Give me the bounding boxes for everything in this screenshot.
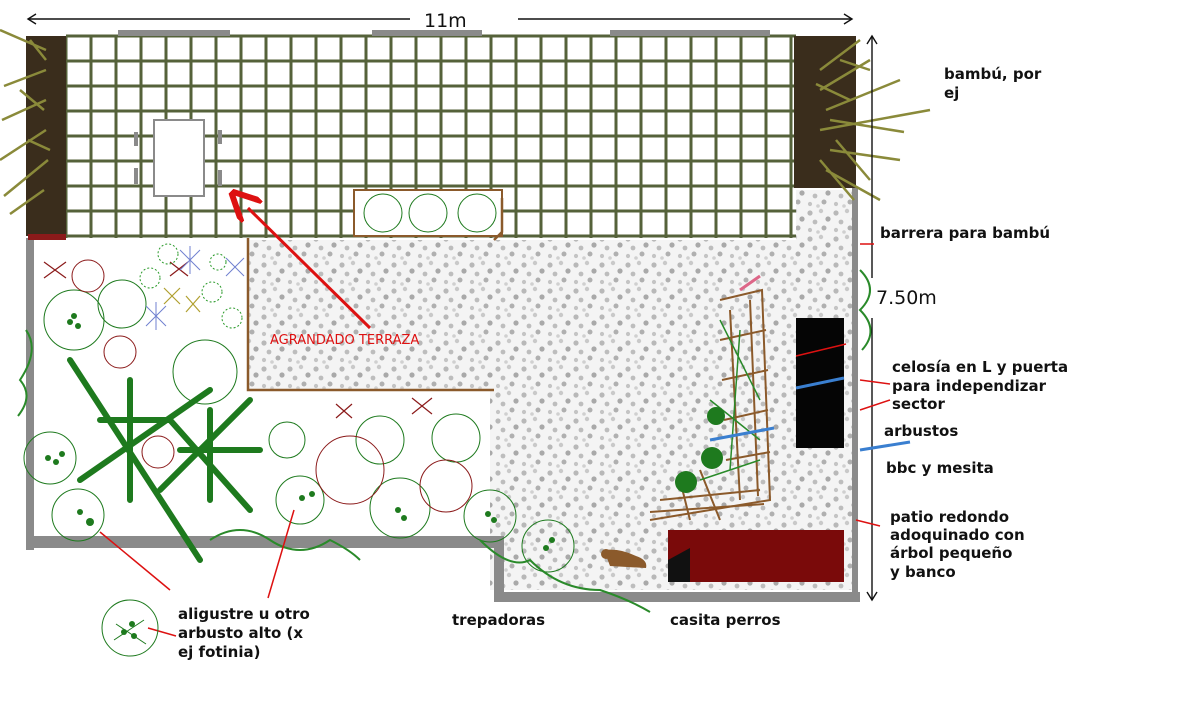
label-patio-2: adoquinado con bbox=[890, 526, 1025, 544]
terrace bbox=[64, 30, 796, 240]
label-privet-1: aligustre u otro bbox=[178, 605, 310, 623]
label-dog-house: casita perros bbox=[670, 611, 781, 629]
leader-lines bbox=[99, 243, 911, 637]
label-lattice-2: para independizar bbox=[892, 377, 1047, 395]
label-bamboo-barrier: barrera para bambú bbox=[880, 224, 1050, 242]
label-privet-2: arbusto alto (x bbox=[178, 624, 303, 642]
label-bamboo-2: ej bbox=[944, 84, 959, 102]
label-patio-1: patio redondo bbox=[890, 508, 1009, 526]
label-bbq: bbc y mesita bbox=[886, 459, 994, 477]
width-dimension: 11m bbox=[26, 10, 854, 32]
climbers-planting bbox=[17, 269, 872, 613]
terrace-note: AGRANDADO TERRAZA bbox=[270, 333, 419, 348]
terrace-extension-outline bbox=[246, 238, 494, 392]
lattice-screen bbox=[649, 274, 772, 521]
annotations: bambú, por ej barrera para bambú celosía… bbox=[178, 65, 1068, 661]
table bbox=[153, 119, 205, 197]
shrub-planting bbox=[23, 243, 575, 573]
label-shrubs: arbustos bbox=[884, 422, 958, 440]
label-patio-3: árbol pequeño bbox=[890, 544, 1012, 562]
label-bamboo-1: bambú, por bbox=[944, 65, 1042, 83]
boundary-wall bbox=[26, 188, 860, 602]
bamboo-bed bbox=[0, 28, 931, 240]
label-lattice-1: celosía en L y puerta bbox=[892, 358, 1068, 376]
gravel-area bbox=[248, 190, 858, 590]
label-climbers: trepadoras bbox=[452, 611, 545, 629]
legend-shrub-symbol bbox=[101, 599, 159, 657]
label-patio-4: y banco bbox=[890, 563, 956, 581]
width-label: 11m bbox=[424, 10, 467, 32]
label-privet-3: ej fotinia) bbox=[178, 643, 260, 661]
height-label: 7.50m bbox=[876, 287, 937, 309]
label-lattice-3: sector bbox=[892, 395, 945, 413]
dog-house bbox=[601, 530, 844, 582]
terrace-enlarge-arrow bbox=[248, 208, 372, 330]
height-dimension: 7.50m bbox=[866, 34, 937, 602]
